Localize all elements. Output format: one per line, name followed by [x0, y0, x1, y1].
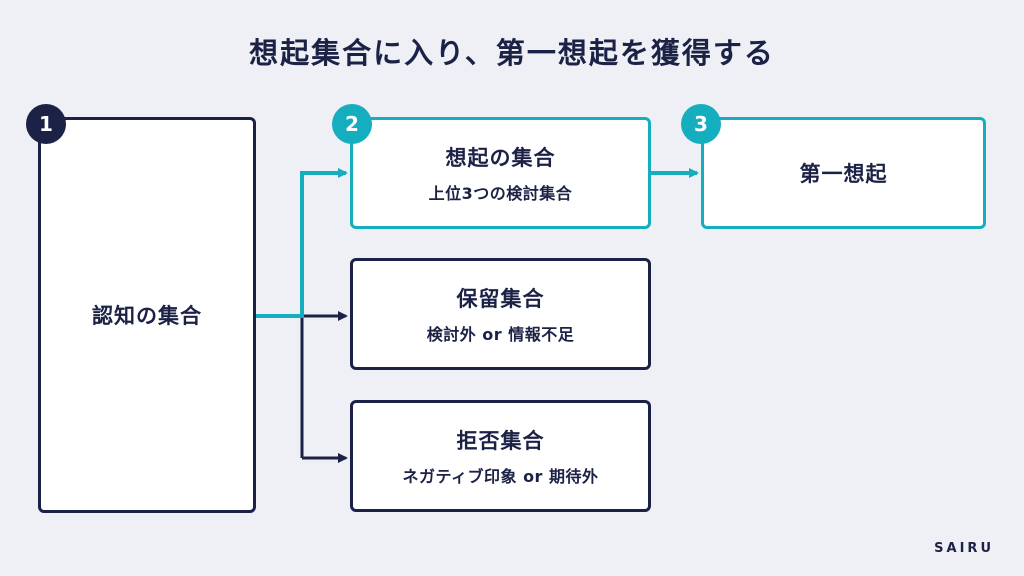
- reject-set-sub: ネガティブ印象 or 期待外: [402, 467, 599, 486]
- reject-set-box: 拒否集合 ネガティブ印象 or 期待外: [350, 400, 651, 512]
- sairu-logo: SAIRU: [934, 541, 994, 556]
- consideration-set-label: 想起の集合: [445, 146, 556, 170]
- awareness-set-label: 認知の集合: [92, 304, 202, 328]
- step-3-badge: 3: [681, 104, 721, 144]
- consideration-set-box: 想起の集合 上位3つの検討集合: [350, 117, 651, 229]
- arrow-to-consideration: [256, 168, 348, 318]
- page-title: 想起集合に入り、第一想起を獲得する: [249, 36, 775, 70]
- reject-set-label: 拒否集合: [456, 429, 545, 453]
- first-recall-box: 第一想起: [701, 117, 986, 229]
- hold-set-sub: 検討外 or 情報不足: [426, 325, 575, 344]
- awareness-set-box: 認知の集合: [38, 117, 256, 513]
- first-recall-label: 第一想起: [799, 162, 888, 186]
- consideration-set-sub: 上位3つの検討集合: [428, 184, 573, 203]
- hold-set-label: 保留集合: [456, 287, 545, 311]
- step-2-badge: 2: [332, 104, 372, 144]
- hold-set-box: 保留集合 検討外 or 情報不足: [350, 258, 651, 370]
- step-1-badge: 1: [26, 104, 66, 144]
